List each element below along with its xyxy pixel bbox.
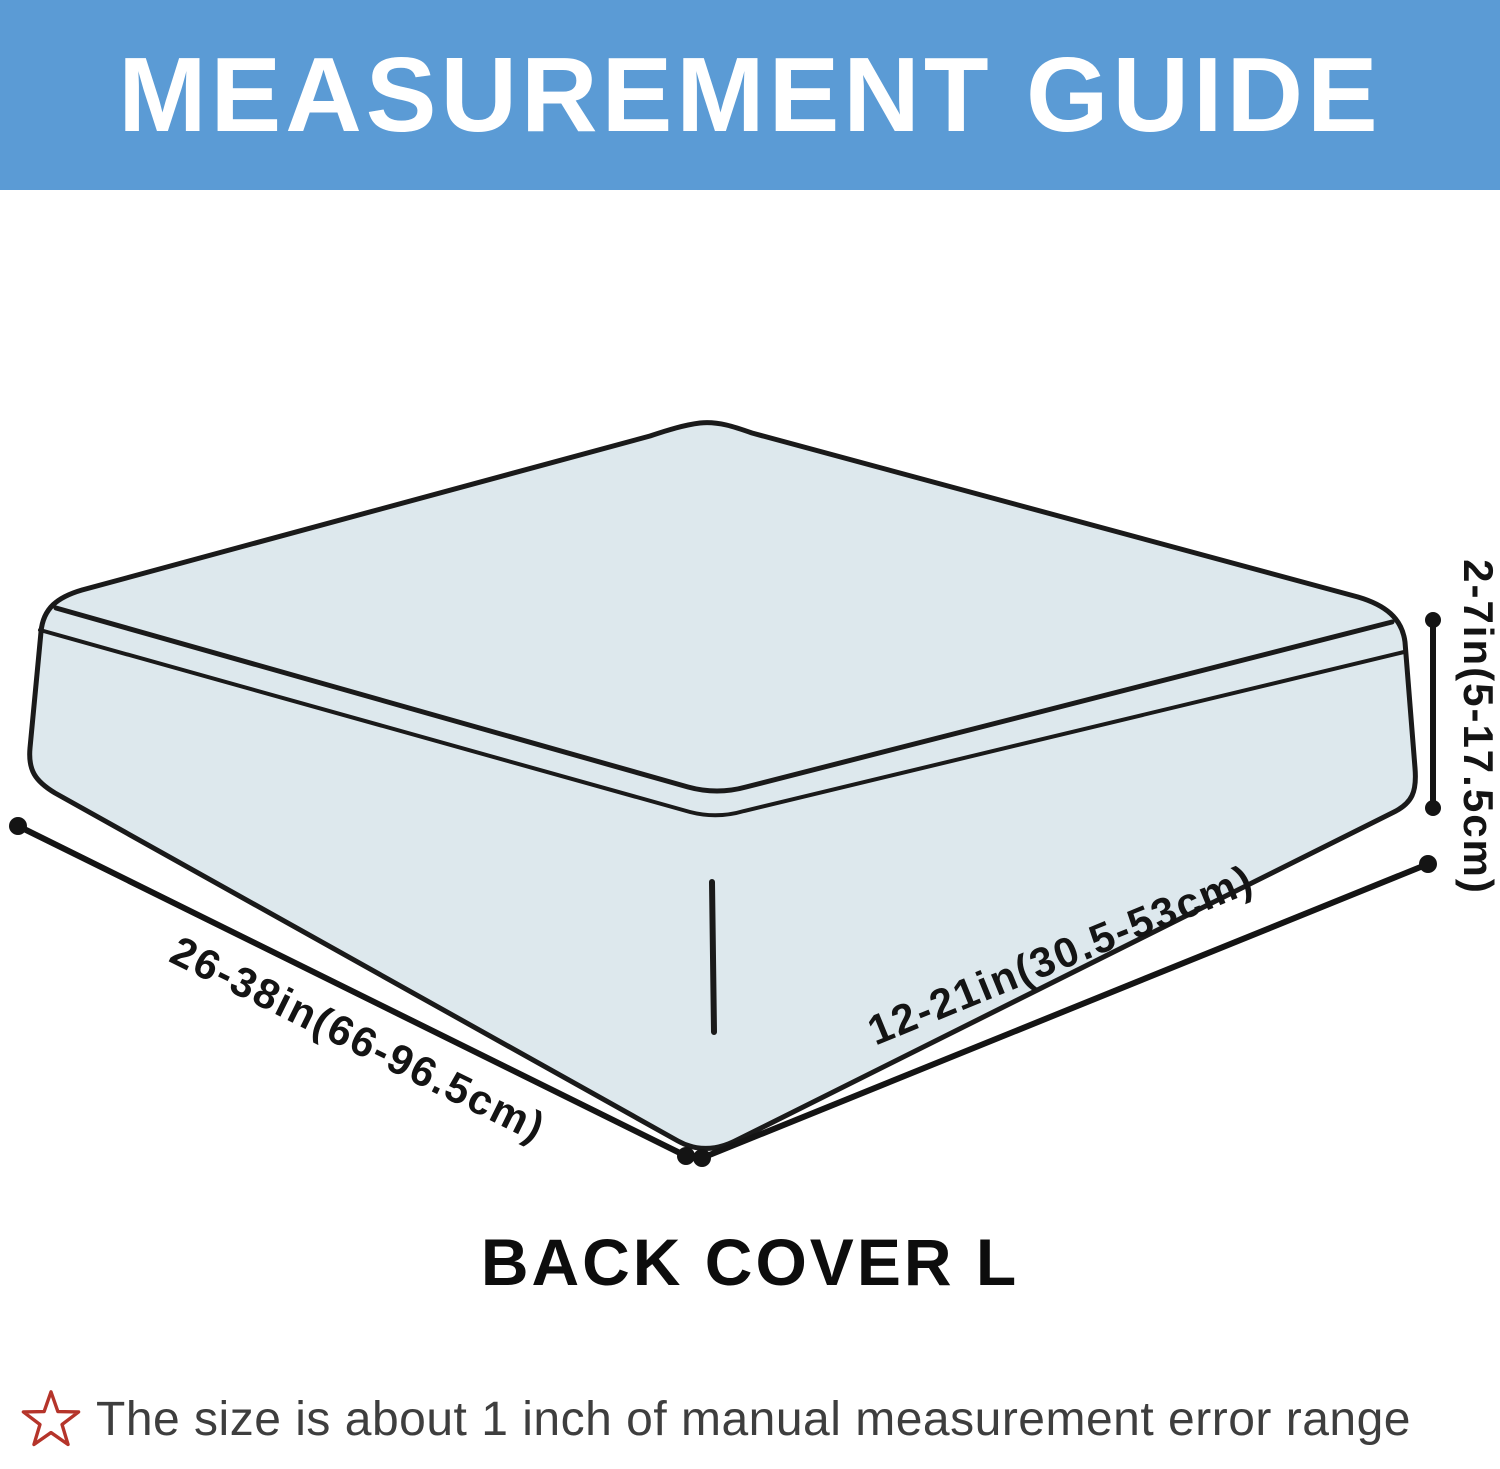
cushion-top-edge [53,605,1395,794]
measurement-note: The size is about 1 inch of manual measu… [20,1388,1495,1450]
cushion-front-slit [709,879,717,1035]
height-dimension: 2-7in(5-17.5cm) [1425,559,1500,895]
note-text: The size is about 1 inch of manual measu… [96,1392,1411,1446]
height-dimension-label: 2-7in(5-17.5cm) [1455,559,1500,895]
cushion-seam-line [38,628,1406,818]
depth-dimension-endpoint-left [693,1149,711,1167]
depth-dimension-line [700,861,1430,1161]
banner: MEASUREMENT GUIDE [0,0,1500,190]
cushion-illustration [27,420,1418,1151]
star-icon [21,1390,81,1447]
banner-title: MEASUREMENT GUIDE [118,35,1382,154]
height-dimension-endpoint-top [1425,612,1441,628]
depth-dimension-endpoint-right [1419,855,1437,873]
height-dimension-endpoint-bottom [1425,800,1441,816]
width-dimension-endpoint-left [9,817,27,835]
width-dimension-endpoint-right [677,1147,695,1165]
cushion-diagram: 2-7in(5-17.5cm) 26-38in(66-96.5cm) 12-21… [9,420,1500,1167]
product-label: BACK COVER L [480,1225,1020,1299]
width-dimension-line [16,823,688,1159]
